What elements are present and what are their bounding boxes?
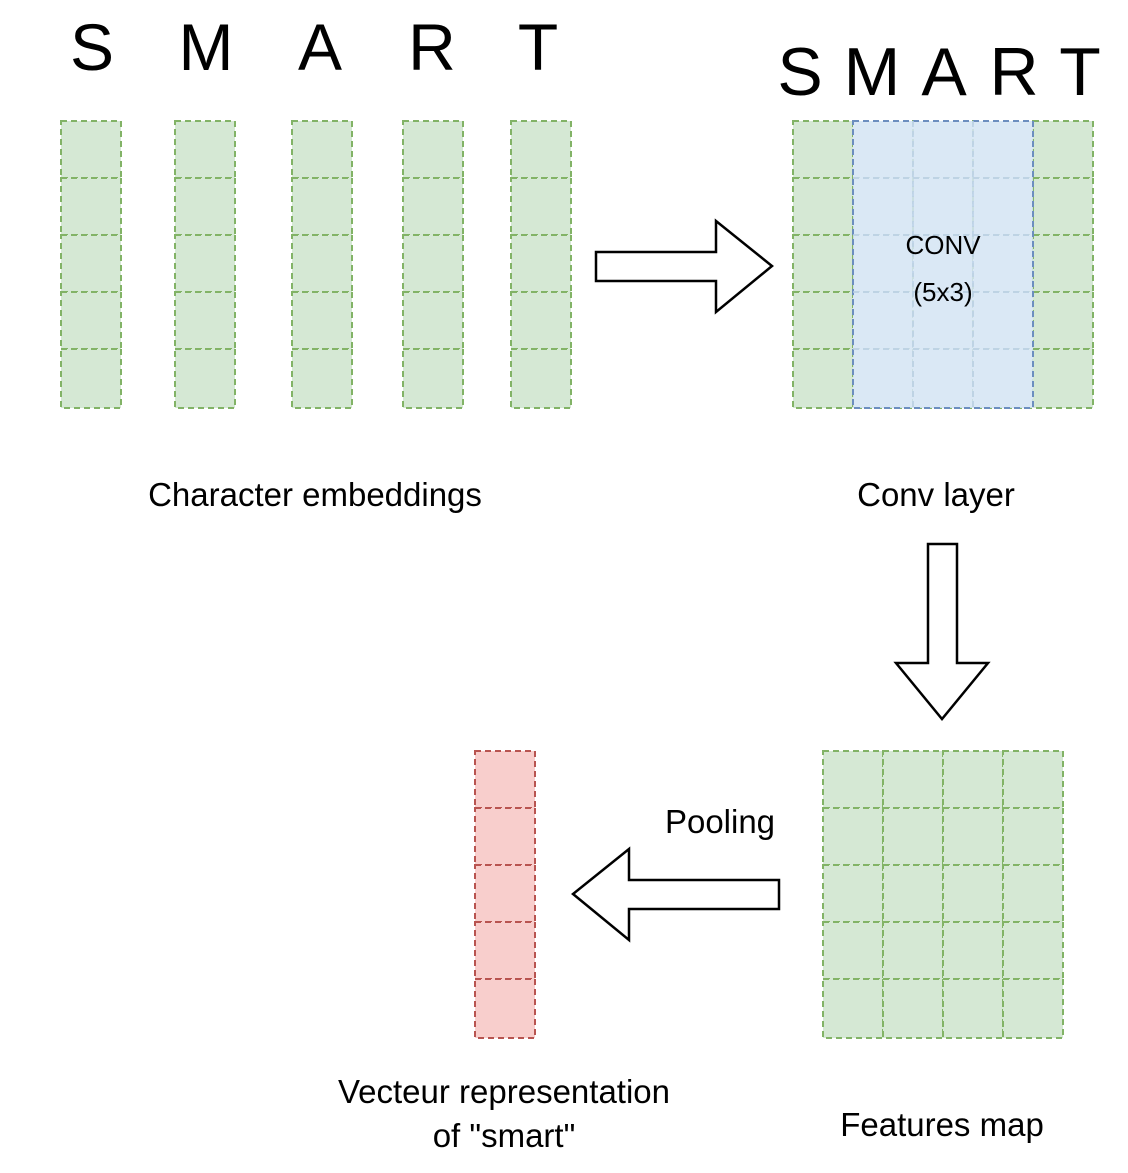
input-letter-s: S [69,10,115,84]
pooling-label: Pooling [664,803,776,840]
down-arrow [893,542,991,721]
conv-letter-a: A [921,34,967,110]
embedding-column-m [174,120,236,409]
character-embeddings-label: Character embeddings [148,476,482,513]
embedding-column-a [291,120,353,409]
features-map-grid [822,750,1064,1039]
conv-kernel-gridlines [853,121,1033,408]
conv-letter-r: R [989,34,1039,110]
pooled-vector [474,750,536,1039]
input-letter-m: M [178,10,234,84]
features-map-label: Features map [840,1106,1044,1143]
input-letter-a: A [297,10,343,84]
right-arrow [594,218,774,315]
conv-kernel-box [852,120,1034,409]
conv-box-size: (5x3) [913,277,973,307]
input-letter-t: T [517,10,559,84]
conv-letter-m: M [843,34,901,110]
embedding-column-t [510,120,572,409]
embedding-column-s [60,120,122,409]
conv-layer-label: Conv layer [857,476,1015,513]
vector-representation-label-line1: Vecteur representation [337,1073,671,1110]
conv-letter-t: T [1059,34,1101,110]
embedding-column-r [402,120,464,409]
vector-representation-label-line2: of "smart" [432,1117,576,1154]
left-arrow [571,846,781,943]
conv-box-title: CONV [905,230,981,260]
input-letter-r: R [408,10,456,84]
conv-letter-s: S [777,34,823,110]
